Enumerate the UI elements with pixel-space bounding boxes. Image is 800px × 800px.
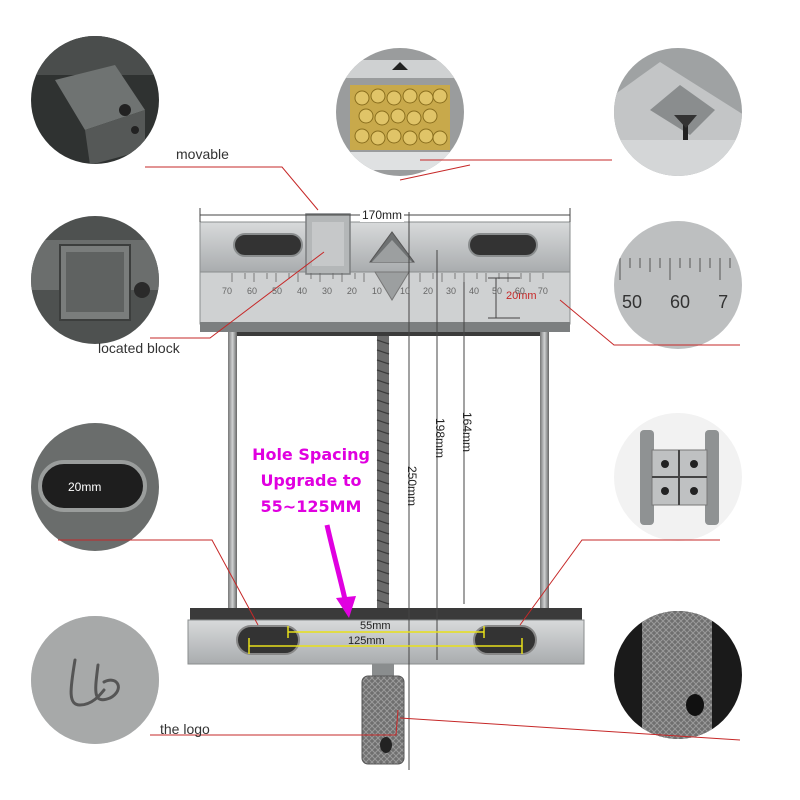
hole-spacing-line1: Hole Spacing bbox=[252, 445, 370, 464]
scale-label: 30 bbox=[445, 286, 456, 296]
leader-lines bbox=[58, 159, 741, 741]
hole-spacing-callout: Hole Spacing Upgrade to 55~125MM bbox=[236, 442, 386, 520]
detail-circle-located-block bbox=[31, 216, 159, 344]
detail-circle-knurled-handle bbox=[614, 611, 742, 739]
detail-circle-movable-block bbox=[31, 36, 159, 164]
scale-label: 60 bbox=[514, 286, 525, 296]
dim-hole-125: 125mm bbox=[348, 635, 385, 647]
base-slot-left bbox=[236, 625, 300, 655]
scale-label: 20 bbox=[346, 286, 357, 296]
scale-label: 70 bbox=[222, 286, 233, 296]
scale-right: 10 20 30 40 50 60 70 bbox=[400, 286, 548, 296]
hole-spacing-lines bbox=[248, 626, 523, 654]
dim-hole-55: 55mm bbox=[360, 620, 391, 632]
scale-label: 20 bbox=[422, 286, 433, 296]
guide-rod-right bbox=[540, 322, 549, 608]
scale-label: 30 bbox=[321, 286, 332, 296]
scale-label: 50 bbox=[491, 286, 502, 296]
scale-left: 70 60 50 40 30 20 10 bbox=[222, 286, 382, 296]
label-movable: movable bbox=[176, 146, 229, 162]
detail-circle-v-groove bbox=[614, 48, 742, 176]
dim-height-164: 164mm bbox=[460, 412, 474, 453]
detail-circle-ruler bbox=[614, 221, 742, 349]
scale-ticks bbox=[231, 273, 544, 282]
scale-label: 50 bbox=[271, 286, 282, 296]
ruler-number: 7 bbox=[718, 292, 729, 312]
scale-label: 60 bbox=[246, 286, 257, 296]
dim-height-250: 250mm bbox=[405, 466, 419, 507]
vise bbox=[187, 213, 585, 765]
label-located-block: located block bbox=[98, 340, 180, 356]
ruler-number: 60 bbox=[670, 292, 691, 312]
scale-label: 40 bbox=[468, 286, 479, 296]
handle bbox=[361, 675, 405, 765]
dim-height-198: 198mm bbox=[433, 418, 447, 459]
dim-jaw-20: 20mm bbox=[506, 290, 537, 302]
top-slot-right bbox=[468, 233, 538, 257]
hole-spacing-line3: 55~125MM bbox=[260, 497, 362, 516]
detail-circle-slot bbox=[31, 423, 159, 551]
dim-slot-20: 20mm bbox=[68, 480, 102, 494]
scale-label: 70 bbox=[537, 286, 548, 296]
dim-width-170: 170mm bbox=[360, 208, 405, 222]
label-the-logo: the logo bbox=[160, 721, 210, 737]
hole-spacing-arrow bbox=[324, 524, 356, 618]
top-slot-left bbox=[233, 233, 303, 257]
lead-screw bbox=[377, 322, 389, 612]
ruler-detail-numbers: 50 60 7 bbox=[622, 292, 742, 313]
ruler-number: 50 bbox=[622, 292, 643, 312]
scale-label: 10 bbox=[371, 286, 382, 296]
detail-circle-guide-blocks bbox=[614, 413, 742, 541]
guide-rod-left bbox=[228, 322, 237, 608]
scale-label: 40 bbox=[296, 286, 307, 296]
detail-circle-clamped-coins bbox=[336, 48, 464, 176]
detail-circle-logo bbox=[31, 616, 159, 744]
scale-label: 10 bbox=[400, 286, 411, 296]
base-slot-right bbox=[473, 625, 537, 655]
hole-spacing-line2: Upgrade to bbox=[260, 471, 362, 490]
